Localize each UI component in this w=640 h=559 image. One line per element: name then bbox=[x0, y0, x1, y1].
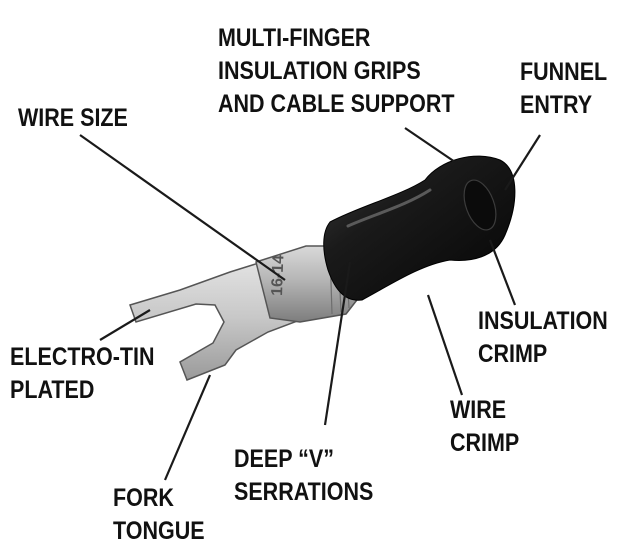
label-insulation-crimp-line-1: INSULATION bbox=[478, 307, 608, 335]
insulation-highlight bbox=[346, 188, 432, 228]
label-deep-v-line-2: SERRATIONS bbox=[234, 478, 374, 506]
label-funnel-entry-line-2: ENTRY bbox=[520, 91, 593, 119]
label-fork-tongue: FORK TONGUE bbox=[113, 482, 205, 548]
label-fork-tongue-line-1: FORK bbox=[113, 484, 174, 512]
funnel-opening bbox=[463, 179, 497, 231]
label-wire-crimp-line-1: WIRE bbox=[450, 396, 507, 424]
leader-wire-size bbox=[79, 134, 286, 281]
leader-funnel-entry bbox=[504, 134, 541, 191]
label-wire-size: WIRE SIZE bbox=[18, 102, 128, 135]
label-funnel-entry-line-1: FUNNEL bbox=[520, 58, 608, 86]
label-deep-v-line-1: DEEP “V” bbox=[234, 445, 334, 473]
label-multi-finger-line-3: AND CABLE SUPPORT bbox=[218, 90, 455, 118]
label-deep-v: DEEP “V” SERRATIONS bbox=[234, 443, 373, 509]
leader-wire-crimp bbox=[426, 294, 464, 396]
label-fork-tongue-line-2: TONGUE bbox=[113, 517, 205, 545]
label-wire-size-line-1: WIRE SIZE bbox=[18, 104, 128, 132]
label-electro-tin-line-1: ELECTRO-TIN bbox=[10, 343, 155, 371]
leader-fork-tongue bbox=[163, 374, 212, 481]
fork-tongue-shape bbox=[129, 253, 301, 381]
leader-insulation-crimp bbox=[488, 239, 517, 306]
label-insulation-crimp-line-2: CRIMP bbox=[478, 340, 548, 368]
label-wire-crimp: WIRE CRIMP bbox=[450, 394, 519, 460]
label-multi-finger-line-1: MULTI-FINGER bbox=[218, 24, 371, 52]
label-wire-crimp-line-2: CRIMP bbox=[450, 429, 520, 457]
label-funnel-entry: FUNNEL ENTRY bbox=[520, 56, 607, 122]
leader-deep-v bbox=[323, 261, 352, 426]
label-insulation-crimp: INSULATION CRIMP bbox=[478, 305, 608, 371]
leader-lines bbox=[79, 127, 541, 481]
leader-multi-finger bbox=[404, 127, 456, 163]
leader-electro-tin bbox=[99, 309, 151, 341]
label-electro-tin: ELECTRO-TIN PLATED bbox=[10, 341, 155, 407]
label-electro-tin-line-2: PLATED bbox=[10, 376, 95, 404]
label-multi-finger: MULTI-FINGER INSULATION GRIPS AND CABLE … bbox=[218, 22, 455, 121]
label-multi-finger-line-2: INSULATION GRIPS bbox=[218, 57, 421, 85]
